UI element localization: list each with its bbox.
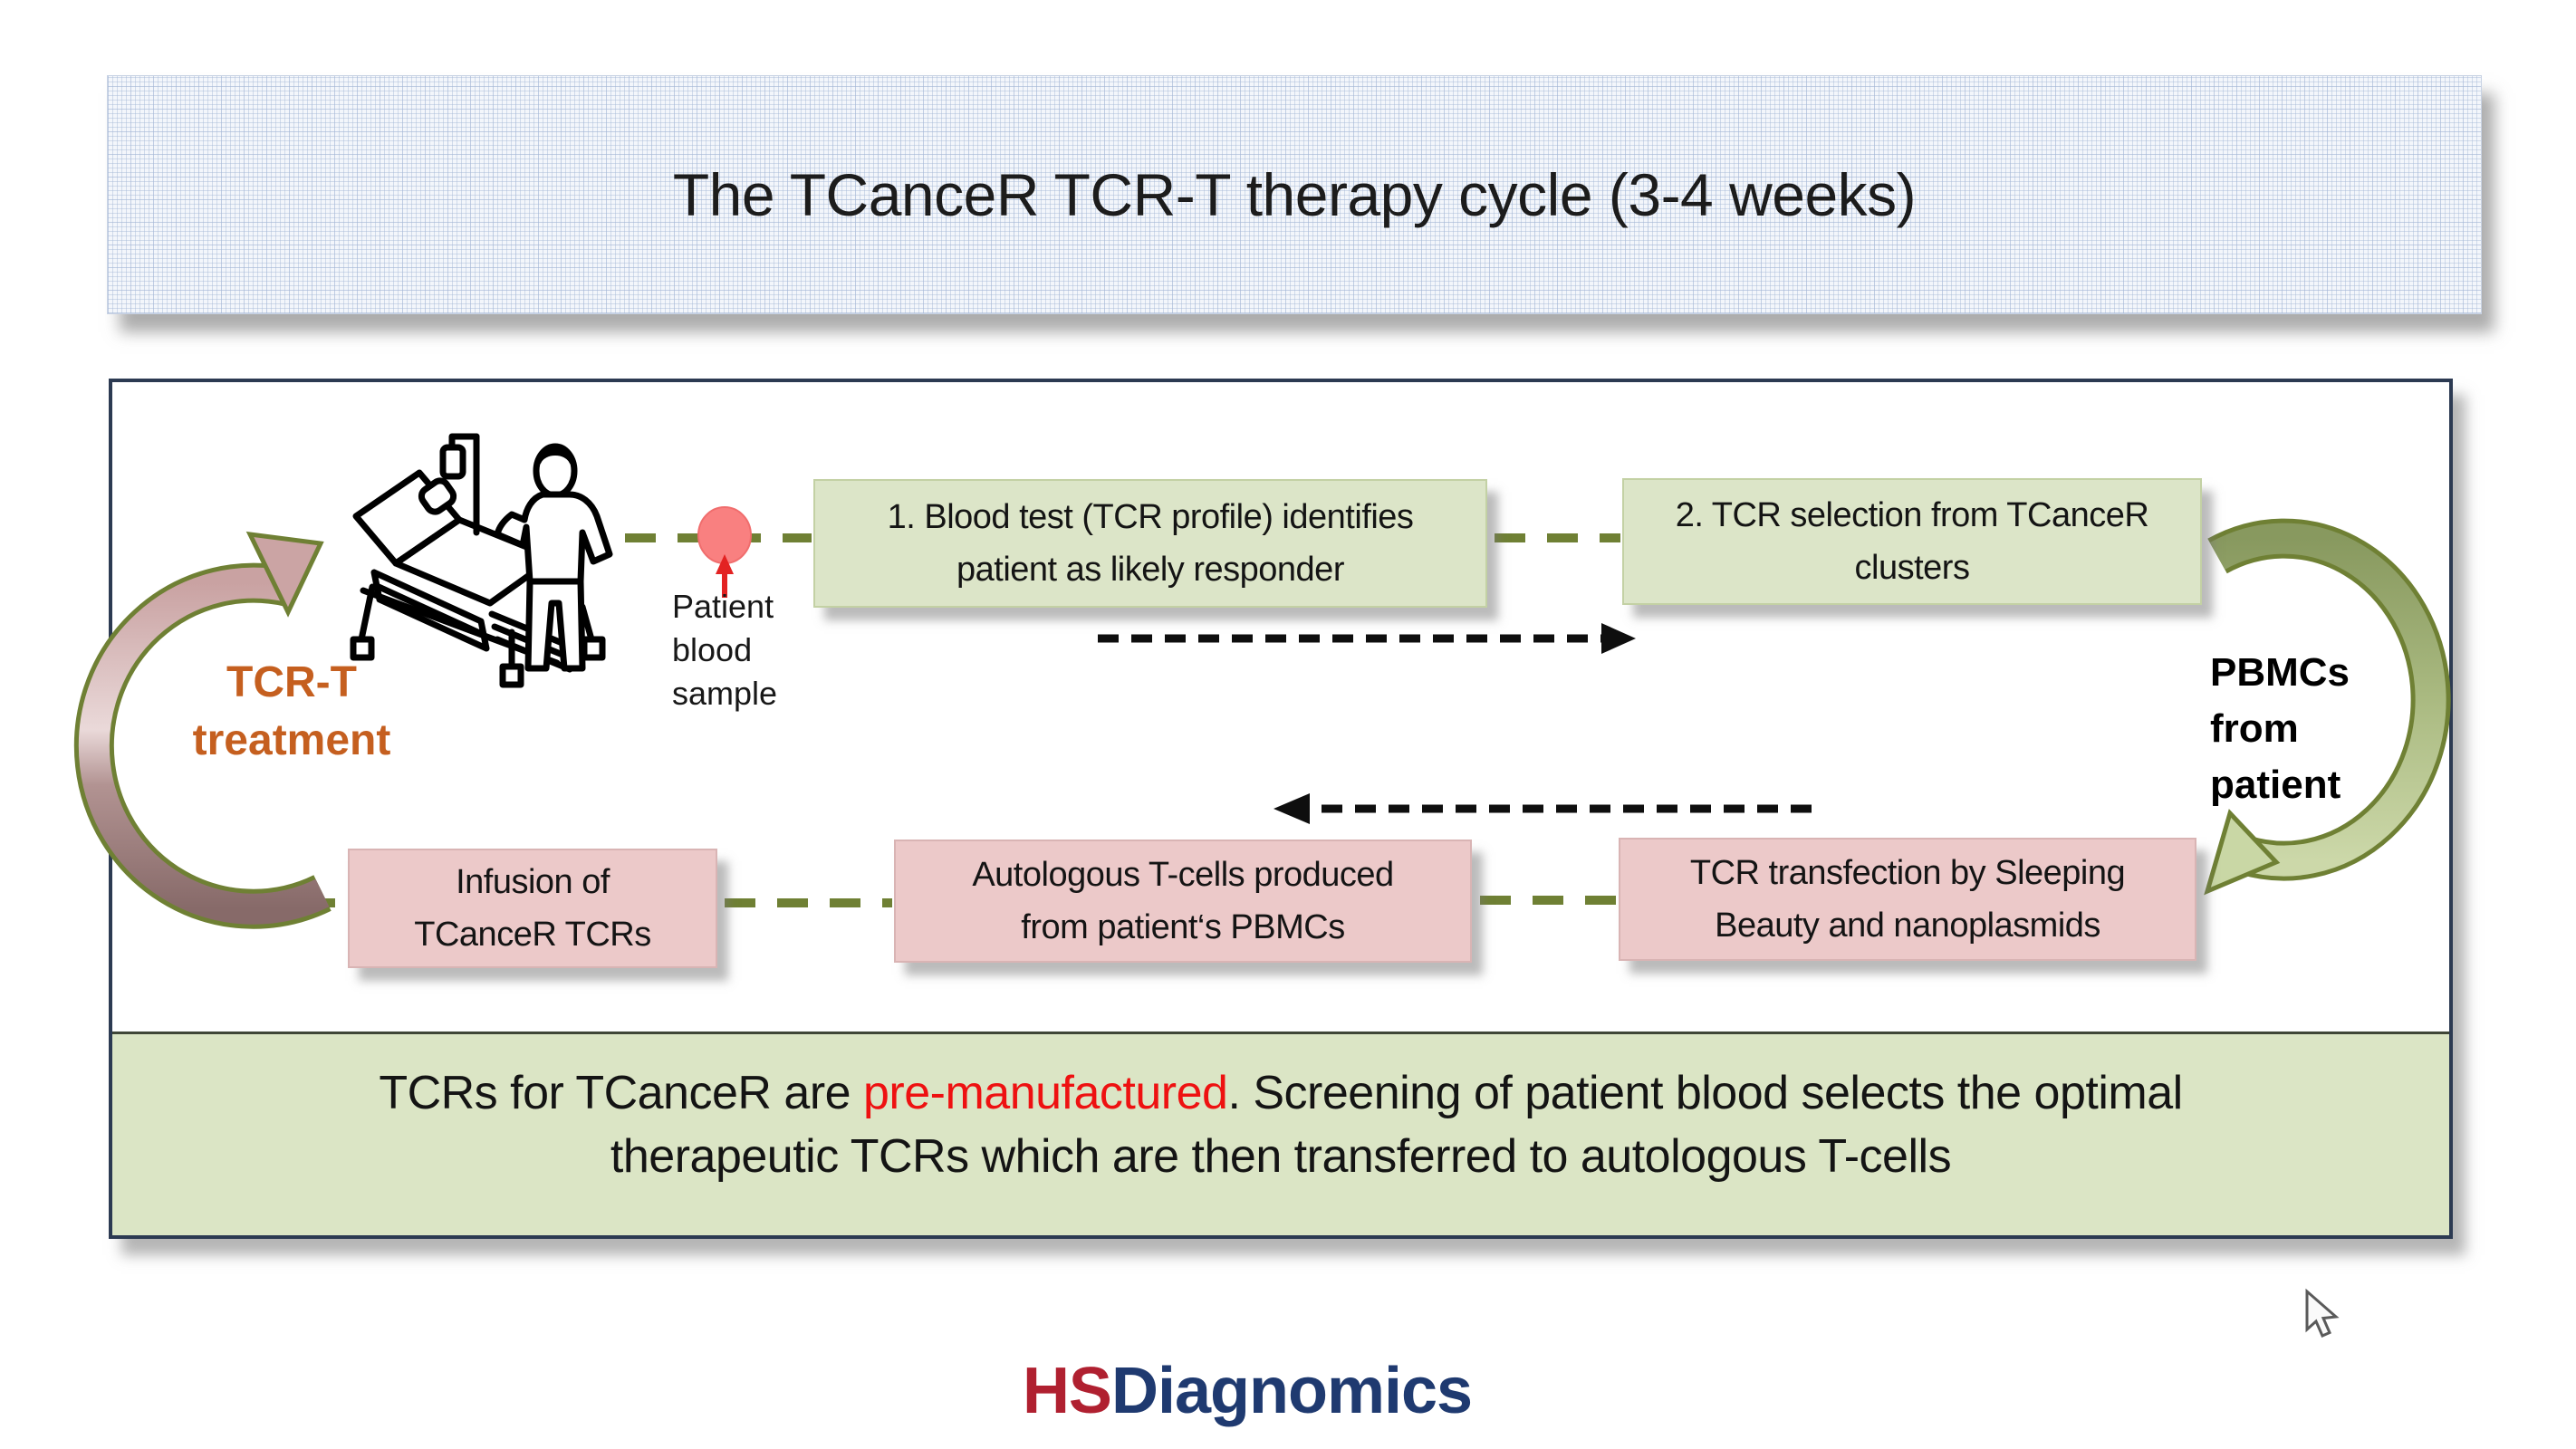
step-infusion: Infusion of TCanceR TCRs xyxy=(348,849,717,968)
step-transfection-line1: TCR transfection by Sleeping xyxy=(1689,854,2126,892)
step-tcr-selection-line2: clusters xyxy=(1854,549,1970,587)
summary-line-1: TCRs for TCanceR are pre-manufactured. S… xyxy=(112,1061,2449,1125)
mouse-cursor-icon xyxy=(2305,1288,2340,1338)
step-blood-test-line2: patient as likely responder xyxy=(956,551,1344,589)
pbmcs-line2: from xyxy=(2210,706,2299,751)
blood-sample-dot-icon xyxy=(697,506,752,598)
blood-sample-line2: blood xyxy=(672,631,753,668)
tcrt-treatment-line2: treatment xyxy=(192,716,391,764)
step-blood-test: 1. Blood test (TCR profile) identifies p… xyxy=(813,479,1487,608)
summary-line-2: therapeutic TCRs which are then transfer… xyxy=(610,1130,1952,1183)
pbmcs-line3: patient xyxy=(2210,763,2341,807)
step-tcell-production-line2: from patient‘s PBMCs xyxy=(1021,908,1345,946)
pbmcs-line1: PBMCs xyxy=(2210,650,2350,695)
step-tcr-selection: 2. TCR selection from TCanceR clusters xyxy=(1622,478,2202,605)
cycle-arrow-right-icon xyxy=(2204,518,2451,896)
slide-title: The TCanceR TCR-T therapy cycle (3-4 wee… xyxy=(672,161,1917,228)
blood-sample-line1: Patient xyxy=(672,588,774,625)
step-blood-test-line1: 1. Blood test (TCR profile) identifies xyxy=(887,498,1414,536)
arrow-step1-to-step2-head xyxy=(1601,623,1636,654)
tcrt-treatment-label: TCR-T treatment xyxy=(174,654,409,770)
step-transfection-line2: Beauty and nanoplasmids xyxy=(1715,907,2100,945)
step-transfection: TCR transfection by Sleeping Beauty and … xyxy=(1619,838,2196,961)
summary-pre: TCRs for TCanceR are xyxy=(379,1067,863,1119)
step-tcell-production: Autologous T-cells produced from patient… xyxy=(894,840,1472,963)
tcrt-treatment-line1: TCR-T xyxy=(226,658,357,706)
step-infusion-line1: Infusion of xyxy=(456,863,610,901)
arrow-transfection-to-production-head xyxy=(1274,793,1310,824)
title-banner: The TCanceR TCR-T therapy cycle (3-4 wee… xyxy=(107,75,2482,314)
blood-sample-line3: sample xyxy=(672,675,778,712)
blood-sample-label: Patient blood sample xyxy=(672,585,871,715)
company-logo: HSDiagnomics xyxy=(976,1354,1519,1428)
step-tcr-selection-line1: 2. TCR selection from TCanceR xyxy=(1675,496,2149,534)
summary-highlight: pre-manufactured xyxy=(863,1067,1228,1119)
pbmcs-label: PBMCs from patient xyxy=(2210,645,2427,813)
cycle-arrow-left-icon xyxy=(73,531,332,929)
summary-banner: TCRs for TCanceR are pre-manufactured. S… xyxy=(112,1032,2449,1235)
logo-prefix: HS xyxy=(1022,1355,1112,1427)
clinician-figure-icon xyxy=(494,443,613,672)
summary-post: . Screening of patient blood selects the… xyxy=(1227,1067,2183,1119)
step-infusion-line2: TCanceR TCRs xyxy=(414,916,651,954)
logo-suffix: Diagnomics xyxy=(1110,1355,1473,1427)
step-tcell-production-line1: Autologous T-cells produced xyxy=(972,856,1394,894)
process-arrows xyxy=(1098,623,1812,824)
